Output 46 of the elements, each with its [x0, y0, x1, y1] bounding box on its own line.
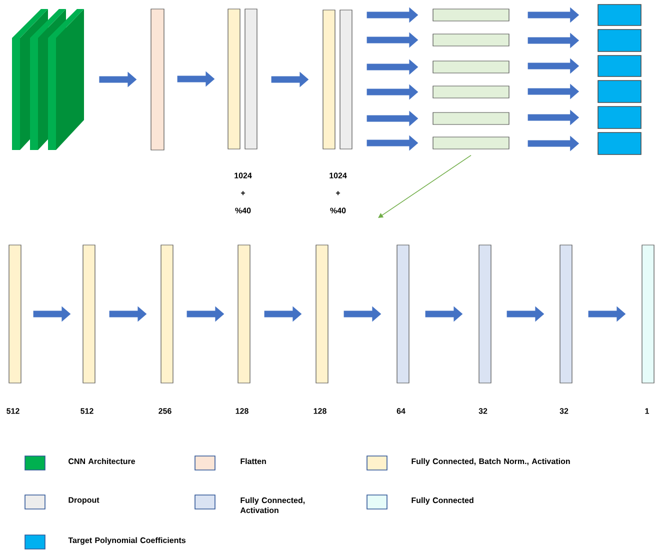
layer-bar: [560, 244, 572, 384]
layer-size-label: 1024 + %40: [330, 172, 347, 214]
layer-bar: [160, 244, 174, 384]
layer-size-label: 1024 + %40: [234, 172, 252, 214]
layer-size-label: 512: [6, 408, 20, 414]
dropout-bar: [244, 8, 258, 150]
output-box: [598, 55, 642, 77]
layer-bar: [228, 8, 240, 150]
layer-size-label: 128: [314, 408, 326, 414]
arrow: [378, 154, 472, 218]
layer-bar: [8, 244, 22, 384]
layer-bar: [432, 136, 510, 150]
legend-text: Dropout: [68, 497, 100, 504]
layer-bar: [316, 244, 328, 384]
dropout-bar: [340, 10, 352, 150]
layer-bar: [432, 60, 510, 74]
layer-size-label: 128: [236, 408, 248, 414]
flatten-bar: [150, 8, 164, 150]
layer-bar: [478, 244, 492, 384]
legend-text: Flatten: [240, 458, 266, 464]
layer-bar: [238, 244, 250, 384]
layer-bar: [432, 8, 510, 22]
legend-text: CNN Architecture: [68, 458, 136, 464]
layer-bar: [432, 86, 510, 98]
layer-size-label: 32: [560, 408, 568, 414]
output-box: [598, 80, 642, 103]
legend-text: Target Polynomial Coefficients: [68, 537, 186, 545]
legend-text: Fully Connected, Batch Norm., Activation: [412, 458, 570, 466]
output-box: [598, 132, 642, 155]
output-box: [598, 29, 642, 52]
layer-bar: [642, 244, 654, 384]
cnn-stack-drawing: [12, 9, 84, 150]
layer-size-label: 64: [396, 408, 406, 414]
layer-size-label: 256: [158, 408, 172, 414]
layer-bar: [322, 10, 336, 150]
legend-text: Fully Connected: [412, 497, 474, 505]
legend-text: Fully Connected, Activation: [240, 497, 305, 514]
layer-size-label: 32: [478, 408, 488, 414]
layer-bar: [82, 244, 96, 384]
output-box: [598, 106, 642, 129]
layer-size-label: 1: [645, 408, 649, 414]
layer-size-label: 512: [80, 408, 94, 414]
layer-bar: [432, 34, 510, 46]
layer-bar: [432, 112, 510, 125]
layer-bar: [396, 244, 410, 384]
output-box: [598, 4, 642, 26]
